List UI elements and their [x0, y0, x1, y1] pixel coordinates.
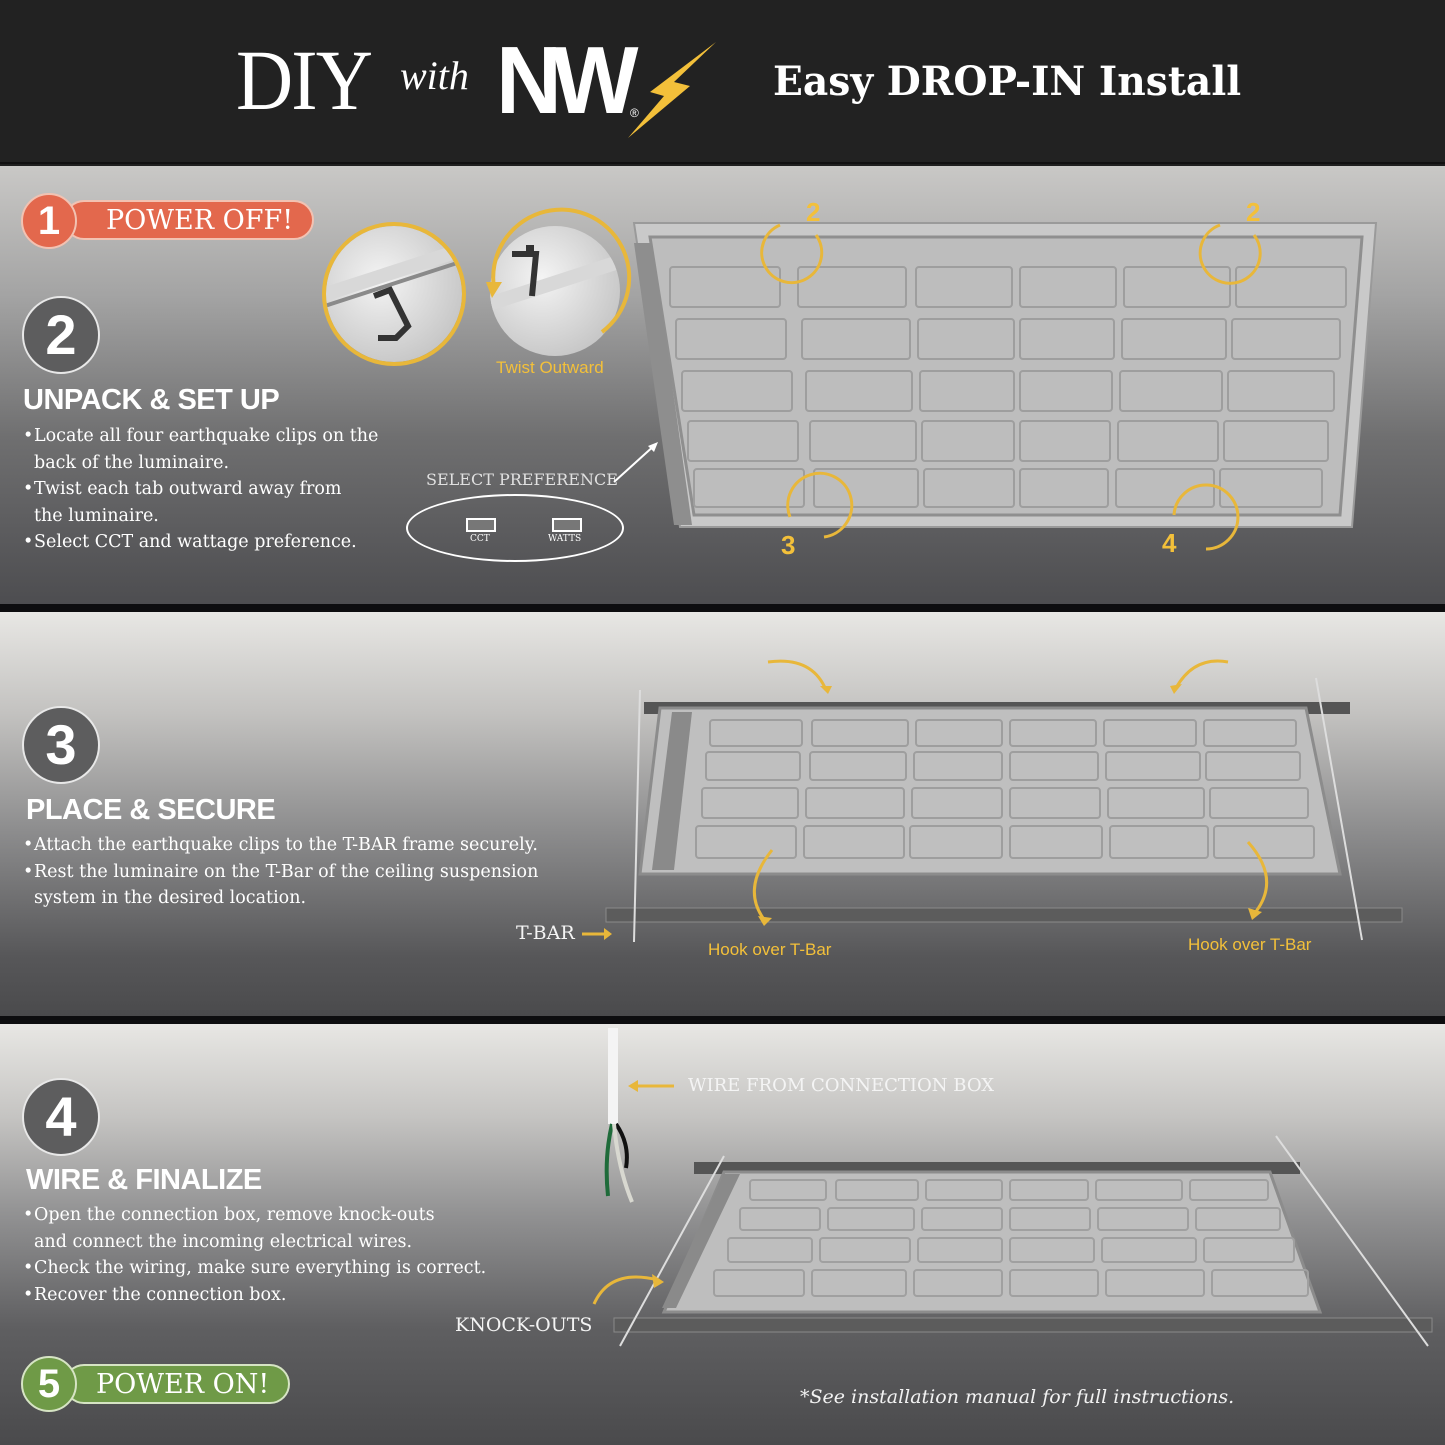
brand-logo-nw: NW [496, 27, 638, 134]
page-title: Easy DROP-IN Install [773, 58, 1242, 105]
cct-switch[interactable] [466, 518, 496, 532]
tbar-label: T-BAR [516, 922, 575, 944]
left-arrow-icon [628, 1080, 674, 1092]
twist-outward-label: Twist Outward [496, 358, 604, 377]
logo-diy-text: DIY [236, 32, 373, 128]
registered-mark: ® [630, 106, 639, 120]
step-4-number: 4 [22, 1078, 100, 1156]
lightning-bolt-icon [628, 42, 716, 138]
step-4-bullets: Open the connection box, remove knock-ou… [23, 1202, 486, 1308]
step-3-number: 3 [22, 706, 100, 784]
step-3-bullets: Attach the earthquake clips to the T-BAR… [23, 832, 538, 912]
logo-with-text: with [400, 53, 469, 98]
bullet-item: Locate all four earthquake clips on theb… [23, 423, 378, 476]
step-3-title: PLACE & SECURE [26, 794, 276, 826]
luminaire-back-illustration [632, 222, 1378, 551]
bullet-item: Check the wiring, make sure everything i… [23, 1255, 486, 1282]
section-divider [0, 604, 1445, 612]
wiring-illustration [592, 1135, 1433, 1347]
clip-number-4: 4 [1162, 528, 1177, 558]
switch-panel-callout: CCT WATTS [406, 494, 624, 562]
clip-number-2b: 2 [1246, 197, 1261, 227]
bullet-item: Recover the connection box. [23, 1282, 486, 1309]
wire-cable-illustration [604, 1028, 634, 1203]
step-2-number: 2 [22, 296, 100, 374]
power-on-badge: POWER ON! [64, 1364, 290, 1404]
clip-closeup-after [490, 226, 620, 356]
watts-switch[interactable] [552, 518, 582, 532]
bullet-item: Select CCT and wattage preference. [23, 529, 378, 556]
footnote: *See installation manual for full instru… [800, 1386, 1235, 1408]
tbar-placement-illustration [605, 659, 1403, 943]
hook-label-right: Hook over T-Bar [1188, 935, 1312, 954]
step-4-title: WIRE & FINALIZE [26, 1164, 262, 1196]
bullet-item: Attach the earthquake clips to the T-BAR… [23, 832, 538, 859]
power-off-badge: POWER OFF! [64, 200, 314, 240]
rotate-arrow-icon [486, 207, 632, 334]
header-banner: DIY with NW ® Easy DROP-IN Install [0, 0, 1445, 164]
watts-label: WATTS [548, 534, 582, 544]
bullet-item: Rest the luminaire on the T-Bar of the c… [23, 859, 538, 912]
select-preference-label: SELECT PREFERENCE [426, 470, 618, 489]
step-1-number: 1 [21, 193, 77, 249]
step-5-number: 5 [21, 1356, 77, 1412]
section-divider [0, 1016, 1445, 1024]
pointer-arrow-icon [613, 442, 658, 483]
step-2-title: UNPACK & SET UP [23, 384, 280, 416]
right-arrow-icon [582, 928, 612, 940]
cct-label: CCT [470, 534, 490, 544]
step-2-bullets: Locate all four earthquake clips on theb… [23, 423, 378, 556]
wire-from-box-label: WIRE FROM CONNECTION BOX [688, 1075, 995, 1096]
clip-closeup-before [326, 226, 462, 362]
clip-number-3: 3 [781, 530, 796, 560]
bullet-item: Open the connection box, remove knock-ou… [23, 1202, 486, 1255]
hook-label-left: Hook over T-Bar [708, 940, 832, 959]
twist-arrow-icon [322, 222, 466, 366]
knockouts-label: KNOCK-OUTS [455, 1314, 593, 1336]
clip-number-2a: 2 [806, 197, 821, 227]
power-on-label: POWER ON! [96, 1368, 270, 1400]
power-off-label: POWER OFF! [106, 204, 294, 236]
